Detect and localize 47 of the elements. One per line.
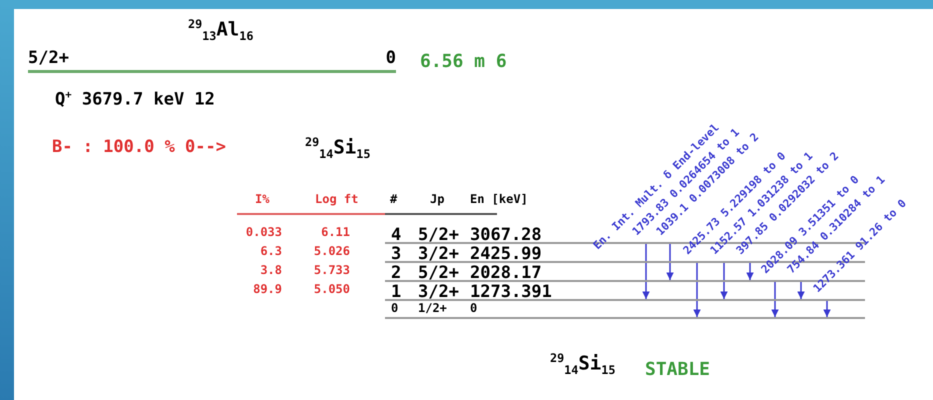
table-cell: 1/2+ <box>418 302 447 316</box>
gamma-arrow <box>642 244 650 299</box>
gamma-arrow <box>666 244 674 280</box>
gamma-arrow <box>797 282 805 299</box>
table-cell: 0 <box>391 302 398 316</box>
table-cell: 3067.28 <box>470 226 542 245</box>
gamma-arrow <box>823 301 831 317</box>
column-header: Log ft <box>315 193 358 206</box>
level-line <box>385 317 865 319</box>
table-cell: 5.733 <box>314 264 350 278</box>
level-line <box>385 242 865 244</box>
table-cell: 5.026 <box>314 245 350 258</box>
column-header: En [keV] <box>470 193 528 206</box>
table-cell: 2425.99 <box>470 245 542 264</box>
table-cell: 5/2+ <box>418 226 459 245</box>
level-line <box>385 280 865 282</box>
table-cell: 0 <box>470 302 478 316</box>
table-cell: 2 <box>391 264 402 283</box>
column-header: Jp <box>430 193 444 206</box>
spin-parity: 5/2+ <box>28 49 69 68</box>
table-cell: 3.8 <box>260 264 282 278</box>
table-cell: 3/2+ <box>418 245 459 264</box>
column-header: I% <box>255 193 270 206</box>
level-line <box>385 261 865 263</box>
table-cell: 5/2+ <box>418 264 459 283</box>
table-cell: 89.9 <box>253 283 282 296</box>
table-cell: 5.050 <box>314 283 350 296</box>
table-cell: 1273.391 <box>470 283 552 302</box>
table-cell: 4 <box>391 226 402 245</box>
table-cell: 6.11 <box>321 226 350 240</box>
table-cell: 3 <box>391 245 402 264</box>
half-life: 6.56 m 6 <box>420 52 507 72</box>
gamma-arrow <box>746 263 754 280</box>
q-value: Q$^{+}$ 3679.7 keV 12 <box>55 90 215 110</box>
gamma-arrow <box>693 263 701 317</box>
stability-label: STABLE <box>645 360 710 380</box>
level-line <box>385 299 865 301</box>
gamma-arrow <box>720 263 728 299</box>
table-cell: 3/2+ <box>418 283 459 302</box>
table-cell: 2028.17 <box>470 264 542 283</box>
table-cell: 1 <box>391 283 402 302</box>
column-header: # <box>390 193 398 206</box>
table-cell: 6.3 <box>260 245 282 258</box>
level-energy: 0 <box>386 49 396 68</box>
gamma-arrow <box>771 282 779 317</box>
decay-branch: B- : 100.0 % 0--> <box>52 138 226 157</box>
table-cell: 0.033 <box>246 226 282 240</box>
